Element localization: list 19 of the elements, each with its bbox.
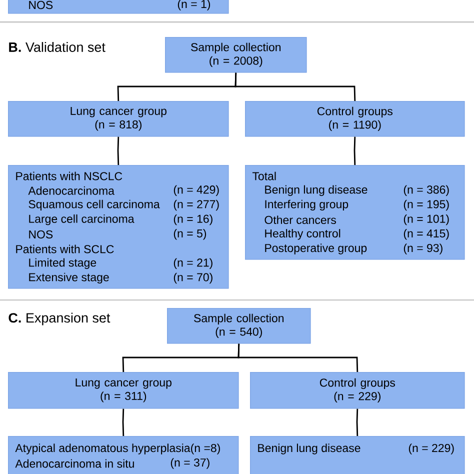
panel-title: B. Validation set: [9, 42, 106, 52]
process-box: Control groups (n = 229): [250, 372, 465, 409]
connector-line: [234, 72, 356, 102]
connector-line: [356, 408, 358, 436]
connector-line: [122, 408, 124, 436]
process-box: Sample collection (n = 2008): [165, 37, 307, 73]
process-box: Control groups (n = 1190): [245, 101, 465, 137]
connector-line: [354, 136, 356, 166]
list-box: NOS (n = 1): [8, 0, 229, 14]
panel-title: C. Expansion set: [8, 312, 110, 326]
list-box: Total Benign lung disease (n = 386) Interfering group (n = 195) Other cancers (n = 101) Healthy control (n = 415) Postoperative group (n = 93): [245, 165, 465, 260]
list-box: Patients with NSCLC Adenocarcinoma (n = 429) Squamous cell carcinoma (n = 277) Large cell carcinoma (n = 16) NOS (n = 5) Patients with SCLC Limited stage (n = 21) Extensive stage (n = 70): [8, 165, 229, 289]
process-box: Lung cancer group (n = 818): [8, 101, 229, 137]
list-box: Atypical adenomatous hyperplasia(n =8) Adenocarcinoma in situ (n = 37): [8, 436, 239, 474]
process-box: Lung cancer group (n = 311): [8, 372, 239, 409]
connector-line: [238, 344, 358, 372]
process-box: Sample collection (n = 540): [167, 308, 311, 344]
list-box: Benign lung disease (n = 229): [250, 436, 465, 474]
connector-line: [117, 136, 120, 166]
